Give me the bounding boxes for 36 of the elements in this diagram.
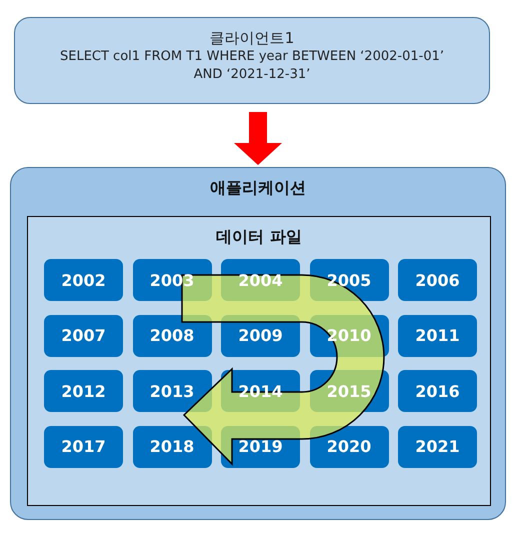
year-block	[44, 259, 123, 301]
year-block	[398, 426, 477, 468]
year-label: 2021	[415, 437, 460, 456]
year-label: 2011	[415, 326, 460, 345]
year-label: 2016	[415, 382, 460, 400]
year-label: 2017	[61, 437, 106, 456]
client-box	[14, 17, 490, 104]
year-block	[132, 426, 212, 468]
year-label: 2020	[326, 437, 372, 456]
client-title: 클라이언트1	[208, 28, 296, 48]
year-label: 2019	[238, 437, 283, 456]
year-label: 2006	[415, 270, 460, 290]
year-label: 2009	[238, 326, 283, 345]
year-label: 2008	[150, 326, 194, 345]
year-label: 2013	[150, 382, 194, 400]
panel-title: 데이터 파일	[215, 227, 303, 248]
year-block	[132, 370, 212, 412]
year-label: 2005	[326, 270, 372, 290]
year-block	[398, 259, 477, 301]
year-label: 2018	[150, 437, 194, 456]
year-block	[44, 314, 123, 356]
year-block	[44, 370, 123, 412]
year-label: 2002	[61, 270, 106, 290]
data-file-panel	[27, 216, 491, 506]
year-label: 2012	[61, 382, 106, 400]
year-label: 2004	[238, 270, 283, 290]
sql-query: SELECT col1 FROM T1 WHERE year BETWEEN ‘2002-01-01’ AND ‘2021-12-31’	[58, 48, 445, 84]
year-block	[398, 370, 477, 412]
application-panel	[10, 167, 506, 520]
arrow	[234, 112, 282, 165]
year-block	[132, 314, 212, 356]
year-block	[44, 426, 123, 468]
year-label: 2015	[326, 382, 372, 400]
panel-title: 애플리케이션	[209, 178, 307, 199]
year-block	[398, 314, 477, 356]
year-label: 2007	[61, 326, 106, 345]
